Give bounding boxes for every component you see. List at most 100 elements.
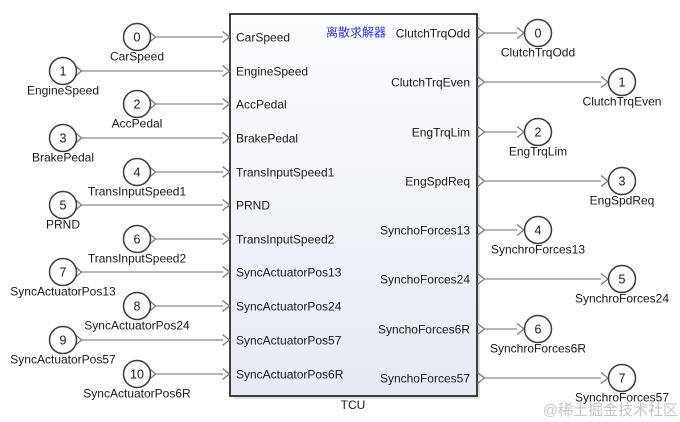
port-label: SynchroForces24	[575, 292, 669, 306]
inport-circle[interactable]	[48, 123, 78, 153]
output-port-6[interactable]: 6 SynchroForces6R	[477, 314, 587, 356]
block-port-label: CarSpeed	[236, 30, 290, 44]
port-number: 3	[60, 131, 67, 145]
output-port-5[interactable]: 5 SynchroForces24	[477, 264, 670, 306]
port-label: CarSpeed	[110, 50, 164, 64]
port-label: TransInputSpeed2	[88, 252, 187, 266]
outport-circle[interactable]	[523, 215, 553, 245]
port-number: 1	[619, 75, 626, 89]
input-port-2[interactable]: 2 AccPedal	[112, 89, 231, 131]
output-port-4[interactable]: 4 SynchroForces13	[477, 215, 586, 257]
port-number: 8	[134, 299, 141, 313]
arrowhead-icon	[222, 198, 231, 212]
arrowhead-icon	[222, 131, 231, 145]
block-port-label: AccPedal	[236, 97, 287, 111]
port-number: 2	[134, 97, 141, 111]
input-port-7[interactable]: 7 SyncActuatorPos13	[10, 257, 231, 299]
port-label: SynchroForces13	[491, 243, 585, 257]
block-port-label: PRND	[236, 198, 270, 212]
arrowhead-icon	[600, 371, 610, 385]
inport-circle[interactable]	[122, 89, 152, 119]
input-port-1[interactable]: 1 EngineSpeed	[27, 56, 231, 98]
outport-circle[interactable]	[523, 314, 553, 344]
inport-circle[interactable]	[48, 325, 78, 355]
input-port-5[interactable]: 5 PRND	[46, 190, 231, 232]
port-number: 3	[619, 174, 626, 188]
outport-circle[interactable]	[607, 363, 637, 393]
arrowhead-icon	[222, 232, 231, 246]
port-label: SyncActuatorPos24	[84, 319, 190, 333]
arrowhead-icon	[222, 367, 231, 381]
block-port-label: EngSpdReq	[405, 174, 470, 188]
output-port-7[interactable]: 7 SynchroForces57	[477, 363, 670, 405]
input-port-6[interactable]: 6 TransInputSpeed2	[88, 224, 231, 266]
port-number: 0	[134, 30, 141, 44]
port-label: AccPedal	[112, 117, 163, 131]
inport-circle[interactable]	[122, 157, 152, 187]
port-label: BrakePedal	[32, 151, 94, 165]
outport-circle[interactable]	[523, 18, 553, 48]
block-port-label: SyncActuatorPos6R	[236, 367, 344, 381]
port-number: 7	[60, 265, 67, 279]
arrowhead-icon	[600, 75, 610, 89]
port-label: SynchroForces6R	[490, 342, 586, 356]
solver-annotation: 离散求解器	[326, 25, 386, 40]
port-label: SyncActuatorPos6R	[83, 387, 191, 401]
tcu-block[interactable]	[229, 13, 478, 397]
port-number: 6	[134, 232, 141, 246]
port-label: PRND	[46, 218, 80, 232]
port-label: SynchroForces57	[575, 391, 669, 405]
input-port-8[interactable]: 8 SyncActuatorPos24	[84, 291, 231, 333]
arrowhead-icon	[516, 223, 526, 237]
block-port-label: TransInputSpeed1	[236, 165, 335, 179]
inport-circle[interactable]	[122, 22, 152, 52]
block-port-label: BrakePedal	[236, 131, 298, 145]
output-port-2[interactable]: 2 EngTrqLim	[477, 117, 568, 159]
port-number: 2	[535, 125, 542, 139]
inport-circle[interactable]	[122, 291, 152, 321]
block-port-label: EngineSpeed	[236, 64, 308, 78]
arrowhead-icon	[600, 272, 610, 286]
block-port-label: SynchoForces24	[380, 272, 470, 286]
outport-circle[interactable]	[523, 117, 553, 147]
inport-circle[interactable]	[48, 190, 78, 220]
input-port-10[interactable]: 10 SyncActuatorPos6R	[83, 359, 231, 401]
inport-circle[interactable]	[48, 56, 78, 86]
block-port-label: SynchoForces57	[380, 371, 470, 385]
input-port-0[interactable]: 0 CarSpeed	[110, 22, 231, 64]
outport-circle[interactable]	[607, 67, 637, 97]
block-port-label: TransInputSpeed2	[236, 232, 335, 246]
input-port-9[interactable]: 9 SyncActuatorPos57	[10, 325, 231, 367]
block-port-label: SyncActuatorPos13	[236, 265, 342, 279]
port-label: ClutchTrqEven	[583, 95, 662, 109]
inport-circle[interactable]	[122, 224, 152, 254]
port-number: 5	[619, 272, 626, 286]
input-port-3[interactable]: 3 BrakePedal	[32, 123, 231, 165]
outport-circle[interactable]	[607, 166, 637, 196]
arrowhead-icon	[516, 125, 526, 139]
block-input-labels: CarSpeed EngineSpeed AccPedal BrakePedal…	[236, 30, 344, 381]
arrowhead-icon	[222, 64, 231, 78]
block-port-label: SynchoForces6R	[378, 322, 470, 336]
arrowhead-icon	[516, 26, 526, 40]
port-label: EngSpdReq	[590, 194, 655, 208]
output-port-3[interactable]: 3 EngSpdReq	[477, 166, 655, 208]
port-number: 0	[535, 26, 542, 40]
arrowhead-icon	[600, 174, 610, 188]
inport-circle[interactable]	[48, 257, 78, 287]
port-number: 5	[60, 198, 67, 212]
output-port-0[interactable]: 0 ClutchTrqOdd	[477, 18, 576, 60]
port-number: 6	[535, 322, 542, 336]
outport-circle[interactable]	[607, 264, 637, 294]
port-number: 4	[134, 165, 141, 179]
port-number: 10	[130, 367, 144, 381]
port-label: SyncActuatorPos13	[10, 285, 116, 299]
arrowhead-icon	[222, 333, 231, 347]
port-label: EngineSpeed	[27, 84, 99, 98]
block-port-label: SynchoForces13	[380, 223, 470, 237]
block-port-label: ClutchTrqEven	[391, 75, 470, 89]
inport-circle[interactable]	[122, 359, 152, 389]
output-port-1[interactable]: 1 ClutchTrqEven	[477, 67, 662, 109]
arrowhead-icon	[222, 97, 231, 111]
input-port-4[interactable]: 4 TransInputSpeed1	[88, 157, 231, 199]
